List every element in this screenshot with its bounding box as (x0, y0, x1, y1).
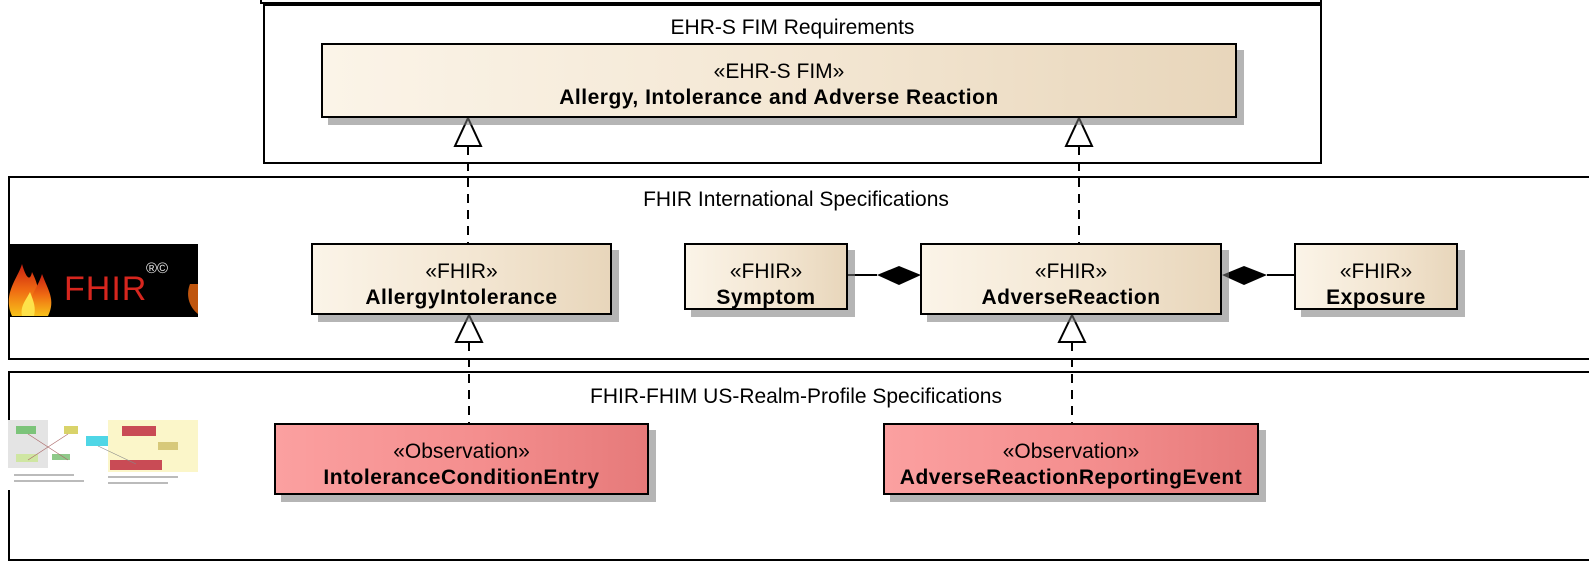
package-title-fhir-intl: FHIR International Specifications (643, 188, 949, 211)
class-stereotype: «FHIR» (729, 260, 803, 283)
class-name: AdverseReactionReportingEvent (899, 466, 1243, 489)
realization-arrowhead (453, 115, 483, 147)
realization-arrowhead (454, 312, 484, 343)
class-adverse-reaction-reporting-event[interactable]: «Observation» AdverseReactionReportingEv… (883, 423, 1259, 495)
fhir-logo: FHIR ®© (8, 244, 198, 317)
class-symptom[interactable]: «FHIR» Symptom (684, 243, 848, 310)
diagram-edges (453, 115, 1295, 424)
class-name: AllergyIntolerance (365, 286, 558, 309)
diagram-thumbnail-image (8, 420, 198, 490)
package-title-ehr: EHR-S FIM Requirements (670, 16, 915, 39)
class-name: Symptom (716, 286, 816, 309)
class-stereotype: «Observation» (393, 440, 530, 463)
package-top-remnant (260, 0, 1322, 4)
class-adverse-reaction[interactable]: «FHIR» AdverseReaction (920, 243, 1222, 315)
realization-arrowhead (1057, 312, 1087, 343)
realization-arrowhead (1064, 115, 1094, 147)
class-ehr-allergy-intolerance-adverse-reaction[interactable]: «EHR-S FIM» Allergy, Intolerance and Adv… (321, 43, 1237, 118)
class-name: Exposure (1326, 286, 1426, 309)
class-exposure[interactable]: «FHIR» Exposure (1294, 243, 1458, 310)
class-stereotype: «Observation» (1002, 440, 1140, 463)
class-name: IntoleranceConditionEntry (323, 466, 600, 489)
class-stereotype: «FHIR» (425, 260, 498, 283)
class-name: AdverseReaction (981, 286, 1161, 309)
composition-diamond-symptom (877, 266, 921, 285)
class-intolerance-condition-entry[interactable]: «Observation» IntoleranceConditionEntry (274, 423, 649, 495)
package-title-us-realm: FHIR-FHIM US-Realm-Profile Specification… (590, 385, 1002, 408)
composition-diamond-exposure (1222, 266, 1267, 285)
class-stereotype: «FHIR» (1339, 260, 1413, 283)
fhir-logo-mark: ®© (146, 260, 169, 277)
fhir-flame-icon (8, 264, 198, 316)
class-allergy-intolerance[interactable]: «FHIR» AllergyIntolerance (311, 243, 612, 315)
class-name: Allergy, Intolerance and Adverse Reactio… (559, 86, 999, 109)
fhir-logo-text: FHIR (64, 270, 148, 308)
class-stereotype: «EHR-S FIM» (713, 60, 845, 83)
class-stereotype: «FHIR» (1034, 260, 1108, 283)
